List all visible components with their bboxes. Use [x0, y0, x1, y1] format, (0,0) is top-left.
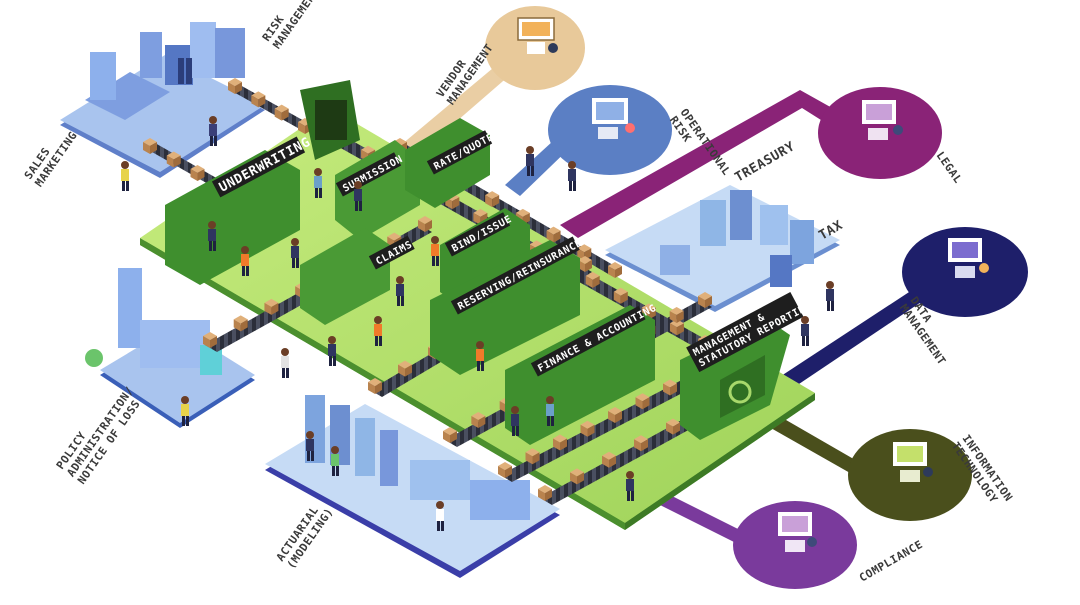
package-boxes: [143, 78, 732, 501]
package-box: [669, 319, 684, 336]
worker-figure: [396, 276, 404, 306]
package-box: [418, 216, 432, 232]
package-box: [608, 407, 622, 423]
finance-machine: [505, 305, 655, 445]
legal-station[interactable]: [818, 87, 942, 179]
reserving-machine: [430, 240, 580, 375]
package-box: [368, 378, 382, 394]
worker-figure: [826, 281, 834, 311]
package-box: [608, 262, 622, 278]
green-machines: [165, 80, 790, 445]
package-box: [635, 393, 650, 410]
package-box: [233, 315, 248, 332]
label-treasury: TREASURY: [733, 139, 798, 185]
package-box: [143, 138, 157, 154]
worker-figure: [476, 341, 484, 371]
package-box: [274, 104, 289, 121]
underwriting-machine: [165, 150, 300, 285]
person-icon: [548, 43, 558, 53]
sales-marketing-factory[interactable]: [60, 22, 265, 178]
package-box: [228, 78, 242, 94]
package-box: [471, 412, 486, 428]
worker-figure: [121, 161, 129, 191]
worker-figure: [801, 316, 809, 346]
package-box: [634, 435, 648, 452]
package-box: [553, 434, 567, 451]
claims-machine: [300, 228, 390, 325]
worker-figure: [626, 471, 634, 501]
person-icon: [923, 467, 933, 477]
package-box: [666, 418, 680, 435]
plant-icon: [85, 349, 103, 367]
worker-figure: [511, 406, 519, 436]
package-box: [669, 307, 684, 323]
worker-figure: [546, 396, 554, 426]
label-legal: LEGAL: [934, 149, 965, 186]
worker-figure: [354, 181, 362, 211]
package-box: [498, 462, 512, 478]
package-box: [585, 271, 600, 288]
worker-figure: [431, 236, 439, 266]
operational-risk-station[interactable]: [548, 85, 672, 175]
package-box: [251, 91, 266, 108]
worker-figure: [328, 336, 336, 366]
package-box: [580, 420, 595, 437]
package-box: [485, 191, 500, 208]
worker-figure: [436, 501, 444, 531]
person-icon: [807, 537, 817, 547]
worker-figure: [181, 396, 189, 426]
treasury-tax-area[interactable]: [605, 185, 840, 312]
policy-administration-area[interactable]: [85, 268, 255, 428]
worker-figure: [314, 168, 322, 198]
package-box: [613, 287, 628, 304]
package-box: [602, 451, 616, 468]
package-box: [546, 226, 561, 243]
package-box: [443, 427, 457, 443]
package-box: [525, 448, 540, 465]
person-icon: [893, 125, 903, 135]
data-management-station[interactable]: [902, 227, 1028, 317]
worker-figure: [241, 246, 249, 276]
package-box: [203, 332, 217, 348]
package-box: [538, 485, 552, 501]
information-technology-station[interactable]: [848, 429, 972, 521]
package-box: [166, 151, 181, 168]
worker-figure: [526, 146, 534, 176]
legal-band: [560, 90, 850, 238]
package-box: [663, 379, 677, 396]
compliance-station[interactable]: [733, 501, 857, 589]
package-box: [398, 360, 412, 377]
workers: [121, 116, 834, 531]
worker-figure: [209, 116, 217, 146]
package-box: [264, 298, 279, 315]
person-icon: [979, 263, 989, 273]
vendor-station[interactable]: [485, 6, 585, 90]
worker-figure: [291, 238, 299, 268]
package-box: [570, 468, 584, 485]
worker-figure: [331, 446, 339, 476]
package-box: [190, 165, 205, 181]
worker-figure: [374, 316, 382, 346]
worker-figure: [281, 348, 289, 378]
vendor-band: [395, 58, 525, 160]
package-box: [698, 292, 712, 308]
person-icon: [625, 123, 635, 133]
data-band: [775, 275, 948, 390]
worker-figure: [568, 161, 576, 191]
worker-figure: [306, 431, 314, 461]
label-compliance: COMPLIANCE: [857, 538, 925, 585]
worker-figure: [208, 221, 216, 251]
